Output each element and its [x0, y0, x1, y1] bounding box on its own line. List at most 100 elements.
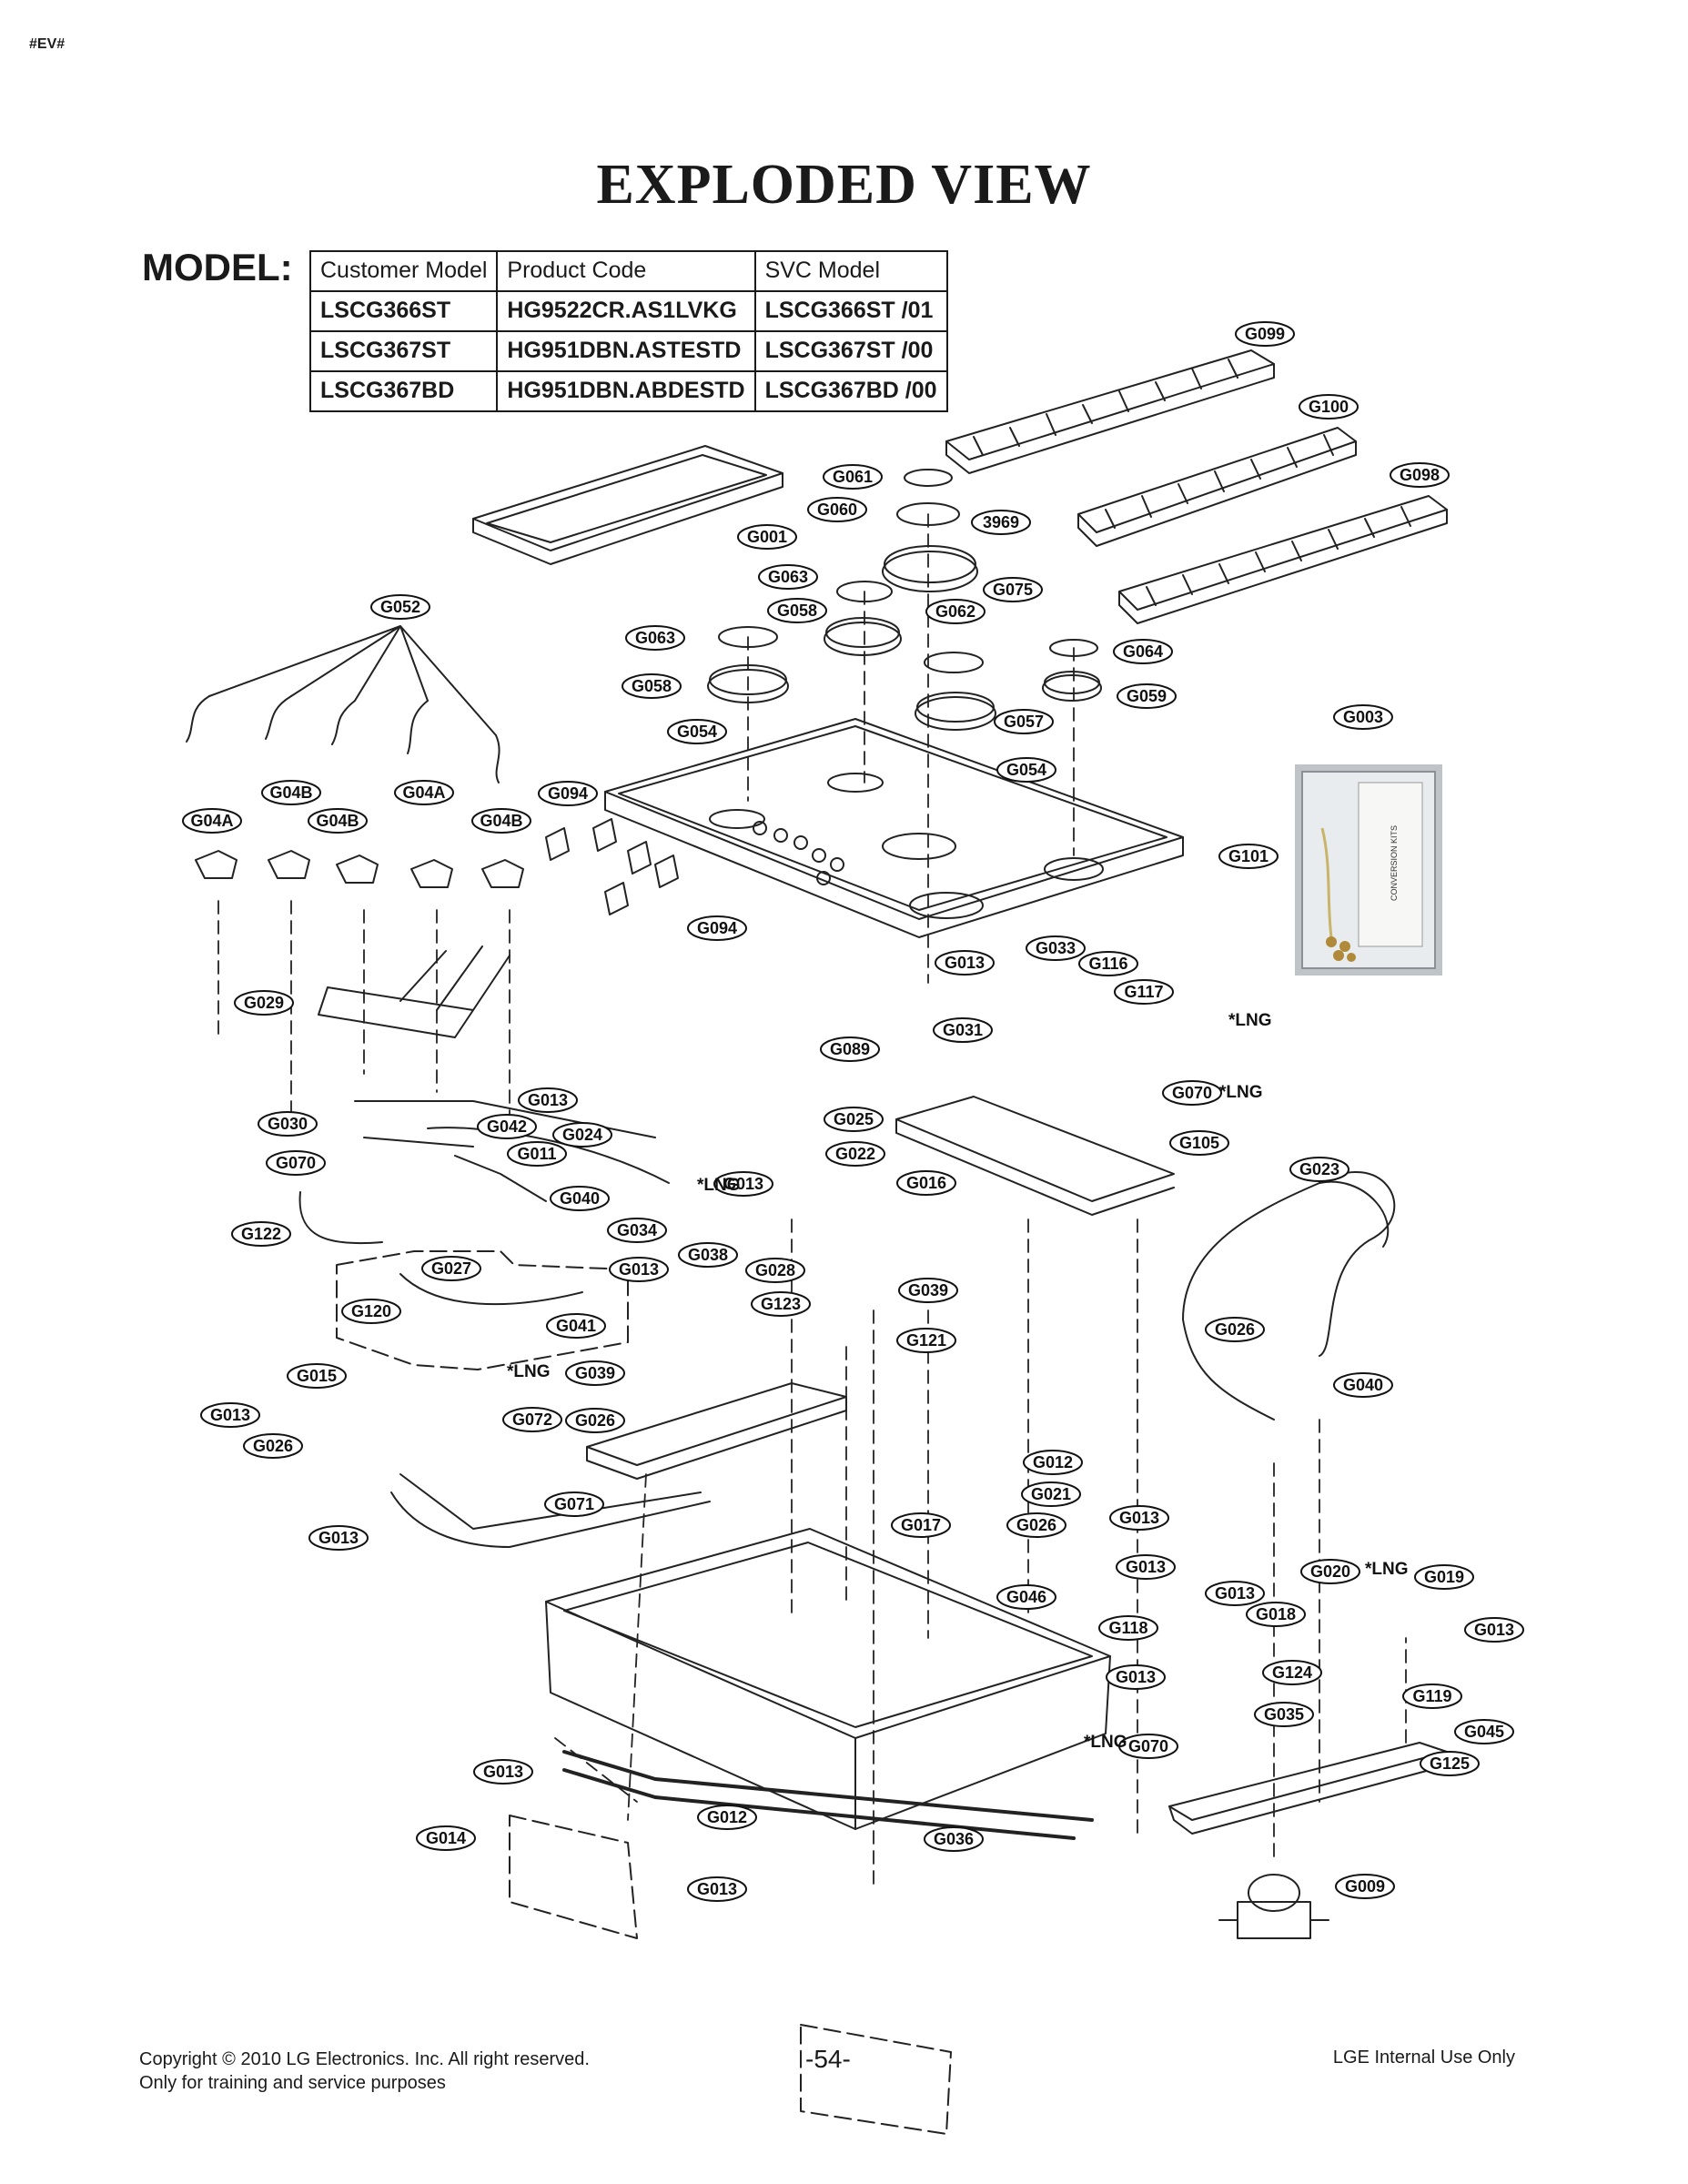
svc-model-cell: LSCG367BD /00 — [753, 370, 948, 412]
callout-label: G017 — [901, 1516, 941, 1534]
power-cord-g016 — [1182, 1171, 1396, 1421]
callout-label: G009 — [1345, 1877, 1385, 1896]
callout-g041: G041 — [546, 1313, 606, 1339]
svc-model-cell: LSCG367ST /00 — [753, 330, 948, 372]
callout-label: G04A — [190, 812, 233, 830]
callout-label: G052 — [380, 598, 420, 616]
callout-bubble — [1254, 1702, 1314, 1727]
callout-bubble — [477, 1114, 537, 1139]
callout-layer: G099G100G098G061G0603969G001G063G075G058… — [182, 321, 1524, 1902]
callout-g013: G013 — [518, 1087, 578, 1113]
callout-bubble — [552, 1122, 612, 1148]
callout-bubble — [341, 1299, 401, 1324]
callout-bubble — [546, 1313, 606, 1339]
lng-note: *LNG — [507, 1362, 551, 1381]
callout-bubble — [1299, 394, 1359, 420]
callout-label: G099 — [1245, 325, 1285, 343]
callout-bubble — [1420, 1751, 1480, 1776]
callout-g020: G020 — [1300, 1559, 1360, 1584]
callout-label: G031 — [943, 1021, 983, 1039]
callout-bubble — [896, 1170, 956, 1196]
gasket-g014 — [562, 1750, 1094, 1840]
callout-label: G011 — [517, 1145, 556, 1163]
callout-g089: G089 — [820, 1036, 880, 1062]
callout-bubble — [1218, 844, 1279, 869]
callout-bubble — [994, 709, 1054, 734]
callout-g019: G019 — [1414, 1564, 1474, 1590]
callout-label: G094 — [548, 784, 588, 803]
lng-note: *LNG — [1365, 1560, 1409, 1579]
callout-g014: G014 — [416, 1825, 476, 1851]
callout-bubble — [1246, 1602, 1306, 1627]
callout-g120: G120 — [341, 1299, 401, 1324]
callout-bubble — [234, 990, 294, 1016]
callout-g013: G013 — [308, 1525, 369, 1551]
callout-g075: G075 — [983, 577, 1043, 602]
callout-g023: G023 — [1289, 1157, 1349, 1182]
callout-label: G070 — [1128, 1737, 1168, 1755]
knob-inserts — [545, 818, 679, 915]
callout-bubble — [1116, 1554, 1176, 1580]
callout-g04b: G04B — [308, 808, 368, 834]
callout-g100: G100 — [1299, 394, 1359, 420]
callout-g062: G062 — [925, 599, 986, 624]
callout-g040: G040 — [550, 1186, 610, 1211]
callout-label: G013 — [697, 1880, 737, 1898]
callout-label: G039 — [908, 1281, 948, 1299]
callout-label: G071 — [554, 1495, 594, 1513]
bracket-g009-lower-outline — [800, 2024, 952, 2135]
model-row: LSCG367ST HG951DBN.ASTESTD LSCG367ST /00 — [308, 330, 948, 372]
callout-label: G100 — [1309, 398, 1349, 416]
callout-g036: G036 — [924, 1826, 984, 1852]
callout-bubble — [544, 1491, 604, 1517]
callout-g070: G070 — [1118, 1734, 1178, 1759]
callout-bubble — [507, 1141, 567, 1167]
callout-label: G029 — [244, 994, 284, 1012]
callout-bubble — [308, 1525, 369, 1551]
callout-g072: G072 — [502, 1407, 562, 1432]
callout-label: G035 — [1264, 1705, 1304, 1724]
callout-g011: G011 — [507, 1141, 567, 1167]
callout-bubble — [243, 1433, 303, 1459]
header-product-code: Product Code — [496, 250, 756, 292]
callout-label: G040 — [1343, 1376, 1383, 1394]
griddle-plate — [472, 445, 783, 565]
callout-g013: G013 — [687, 1876, 747, 1902]
callout-bubble — [370, 594, 430, 620]
callout-g030: G030 — [258, 1111, 318, 1137]
callout-label: G042 — [487, 1117, 527, 1136]
callout-g013: G013 — [473, 1759, 533, 1785]
customer-model-cell: LSCG367ST — [308, 330, 499, 372]
page-title: EXPLODED VIEW — [596, 154, 1092, 216]
callout-label: G039 — [575, 1364, 615, 1382]
callout-label: G057 — [1004, 713, 1044, 731]
callout-label: G123 — [761, 1295, 801, 1313]
burner-center-front — [915, 652, 996, 731]
callout-label: G014 — [426, 1829, 466, 1847]
callout-label: G013 — [318, 1529, 359, 1547]
callout-label: G013 — [1116, 1668, 1156, 1686]
callout-g094: G094 — [538, 781, 598, 806]
callout-bubble — [1335, 1874, 1395, 1899]
callout-g124: G124 — [1262, 1660, 1322, 1685]
callout-g054: G054 — [667, 719, 727, 744]
callout-bubble — [1235, 321, 1295, 347]
callout-label: G030 — [268, 1115, 308, 1133]
model-table: Customer Model Product Code SVC Model LS… — [308, 250, 948, 412]
callout-bubble — [1414, 1564, 1474, 1590]
callout-bubble — [983, 577, 1043, 602]
callout-g013: G013 — [1205, 1581, 1265, 1606]
callout-label: G012 — [707, 1808, 747, 1826]
lng-note: *LNG — [697, 1176, 741, 1195]
callout-label: G059 — [1127, 687, 1167, 705]
callout-g059: G059 — [1117, 683, 1177, 709]
callout-label: G015 — [297, 1367, 337, 1385]
callout-label: G054 — [677, 723, 717, 741]
callout-g013: G013 — [1464, 1617, 1524, 1643]
callout-bubble — [687, 1876, 747, 1902]
callout-label: G041 — [556, 1317, 596, 1335]
callout-bubble — [1023, 1450, 1083, 1475]
callout-label: G116 — [1088, 955, 1127, 973]
callout-g026: G026 — [1205, 1317, 1265, 1342]
